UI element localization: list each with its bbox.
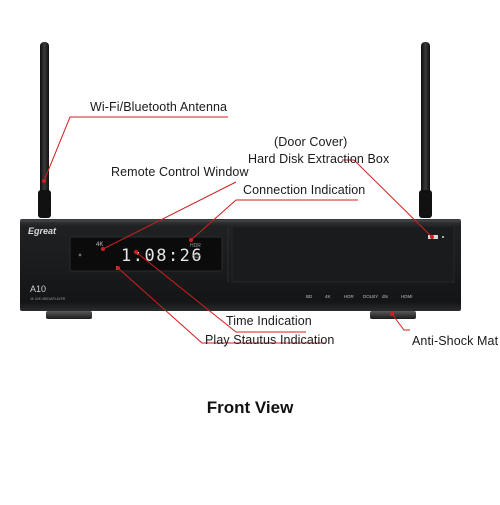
callout-dots <box>42 179 434 316</box>
format-logo-hdmi: HDMI <box>401 294 413 299</box>
right-antenna <box>419 42 432 218</box>
display-window <box>69 236 223 272</box>
brand-logo: Egreat <box>28 226 57 236</box>
wifi-icon <box>191 254 201 259</box>
callout-line-remote <box>102 181 237 250</box>
label-hdd-box: Hard Disk Extraction Box <box>248 152 390 166</box>
left-foot <box>46 311 92 319</box>
left-antenna <box>38 42 51 218</box>
display-hdr-indicator: HDR <box>190 243 201 249</box>
callout-line-antenna <box>43 116 228 182</box>
format-logo-4k: 4K <box>325 294 331 299</box>
label-antenna: Wi-Fi/Bluetooth Antenna <box>90 100 228 114</box>
view-title: Front View <box>206 398 294 417</box>
format-logo-bd: BD <box>306 294 313 299</box>
label-time: Time Indication <box>226 314 312 328</box>
callout-line-antishock <box>391 313 410 331</box>
label-door-cover: (Door Cover) <box>274 135 348 149</box>
time-display: 1:08:26 <box>121 246 203 266</box>
callout-line-time <box>135 251 306 333</box>
callout-line-hdd <box>342 159 433 238</box>
power-led <box>442 236 444 238</box>
model-subtitle: 4K UHD MEDIAPLAYER <box>30 297 66 301</box>
remote-sensor <box>78 253 82 257</box>
model-name: A10 <box>30 284 46 294</box>
format-logo-hdr: HDR <box>344 294 354 299</box>
format-logo-dts: dts <box>382 294 389 299</box>
label-connection: Connection Indication <box>243 183 366 197</box>
label-anti-shock: Anti-Shock Mat <box>412 334 499 348</box>
format-logo-dolby: DOLBY <box>363 294 378 299</box>
callout-line-play <box>117 267 326 344</box>
label-play-status: Play Stautus Indication <box>205 333 335 347</box>
display-4k-indicator: 4K <box>96 242 103 248</box>
format-logos: BD 4K HDR DOLBY dts HDMI <box>306 294 413 299</box>
callout-lines <box>43 116 433 344</box>
label-remote-window: Remote Control Window <box>111 165 249 179</box>
callout-line-connection <box>190 199 358 241</box>
